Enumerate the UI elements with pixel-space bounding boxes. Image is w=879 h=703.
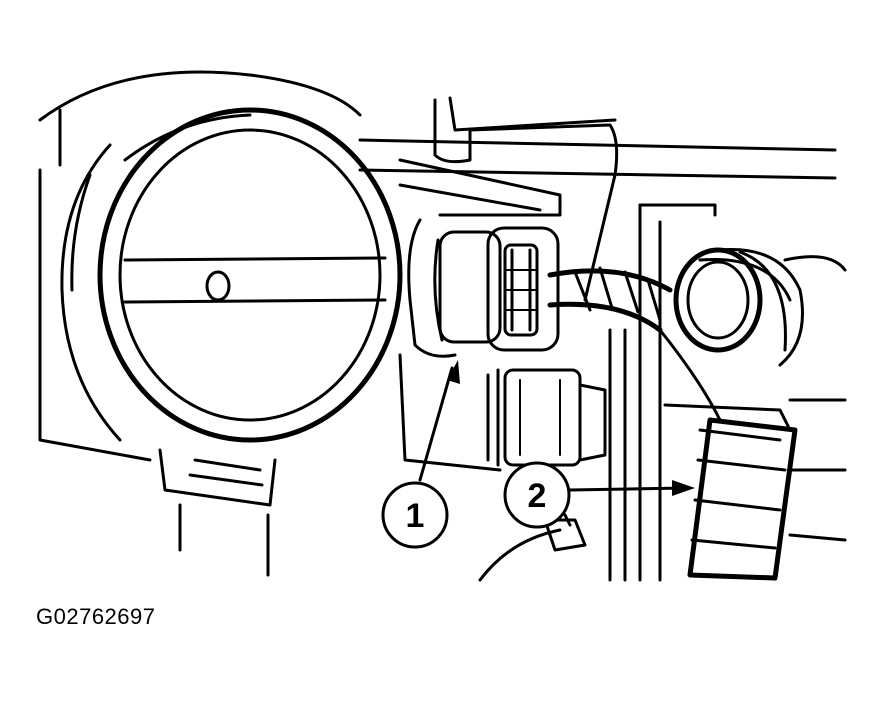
callout-2-label: 2: [528, 477, 547, 515]
background-structure: [38, 70, 847, 582]
callout-1: 1: [381, 481, 449, 549]
sensor-connector: [407, 218, 560, 358]
callout-1-label: 1: [406, 497, 425, 535]
leader-lines: [418, 360, 695, 496]
hose: [673, 247, 804, 367]
wiring-harness: [547, 266, 722, 422]
throttle-body: [60, 107, 403, 507]
figure-code: G02762697: [36, 604, 156, 629]
lower-fitting: [398, 353, 607, 472]
upper-bracket: [398, 96, 619, 302]
harness-clip: [663, 403, 798, 581]
callout-2: 2: [503, 461, 571, 529]
